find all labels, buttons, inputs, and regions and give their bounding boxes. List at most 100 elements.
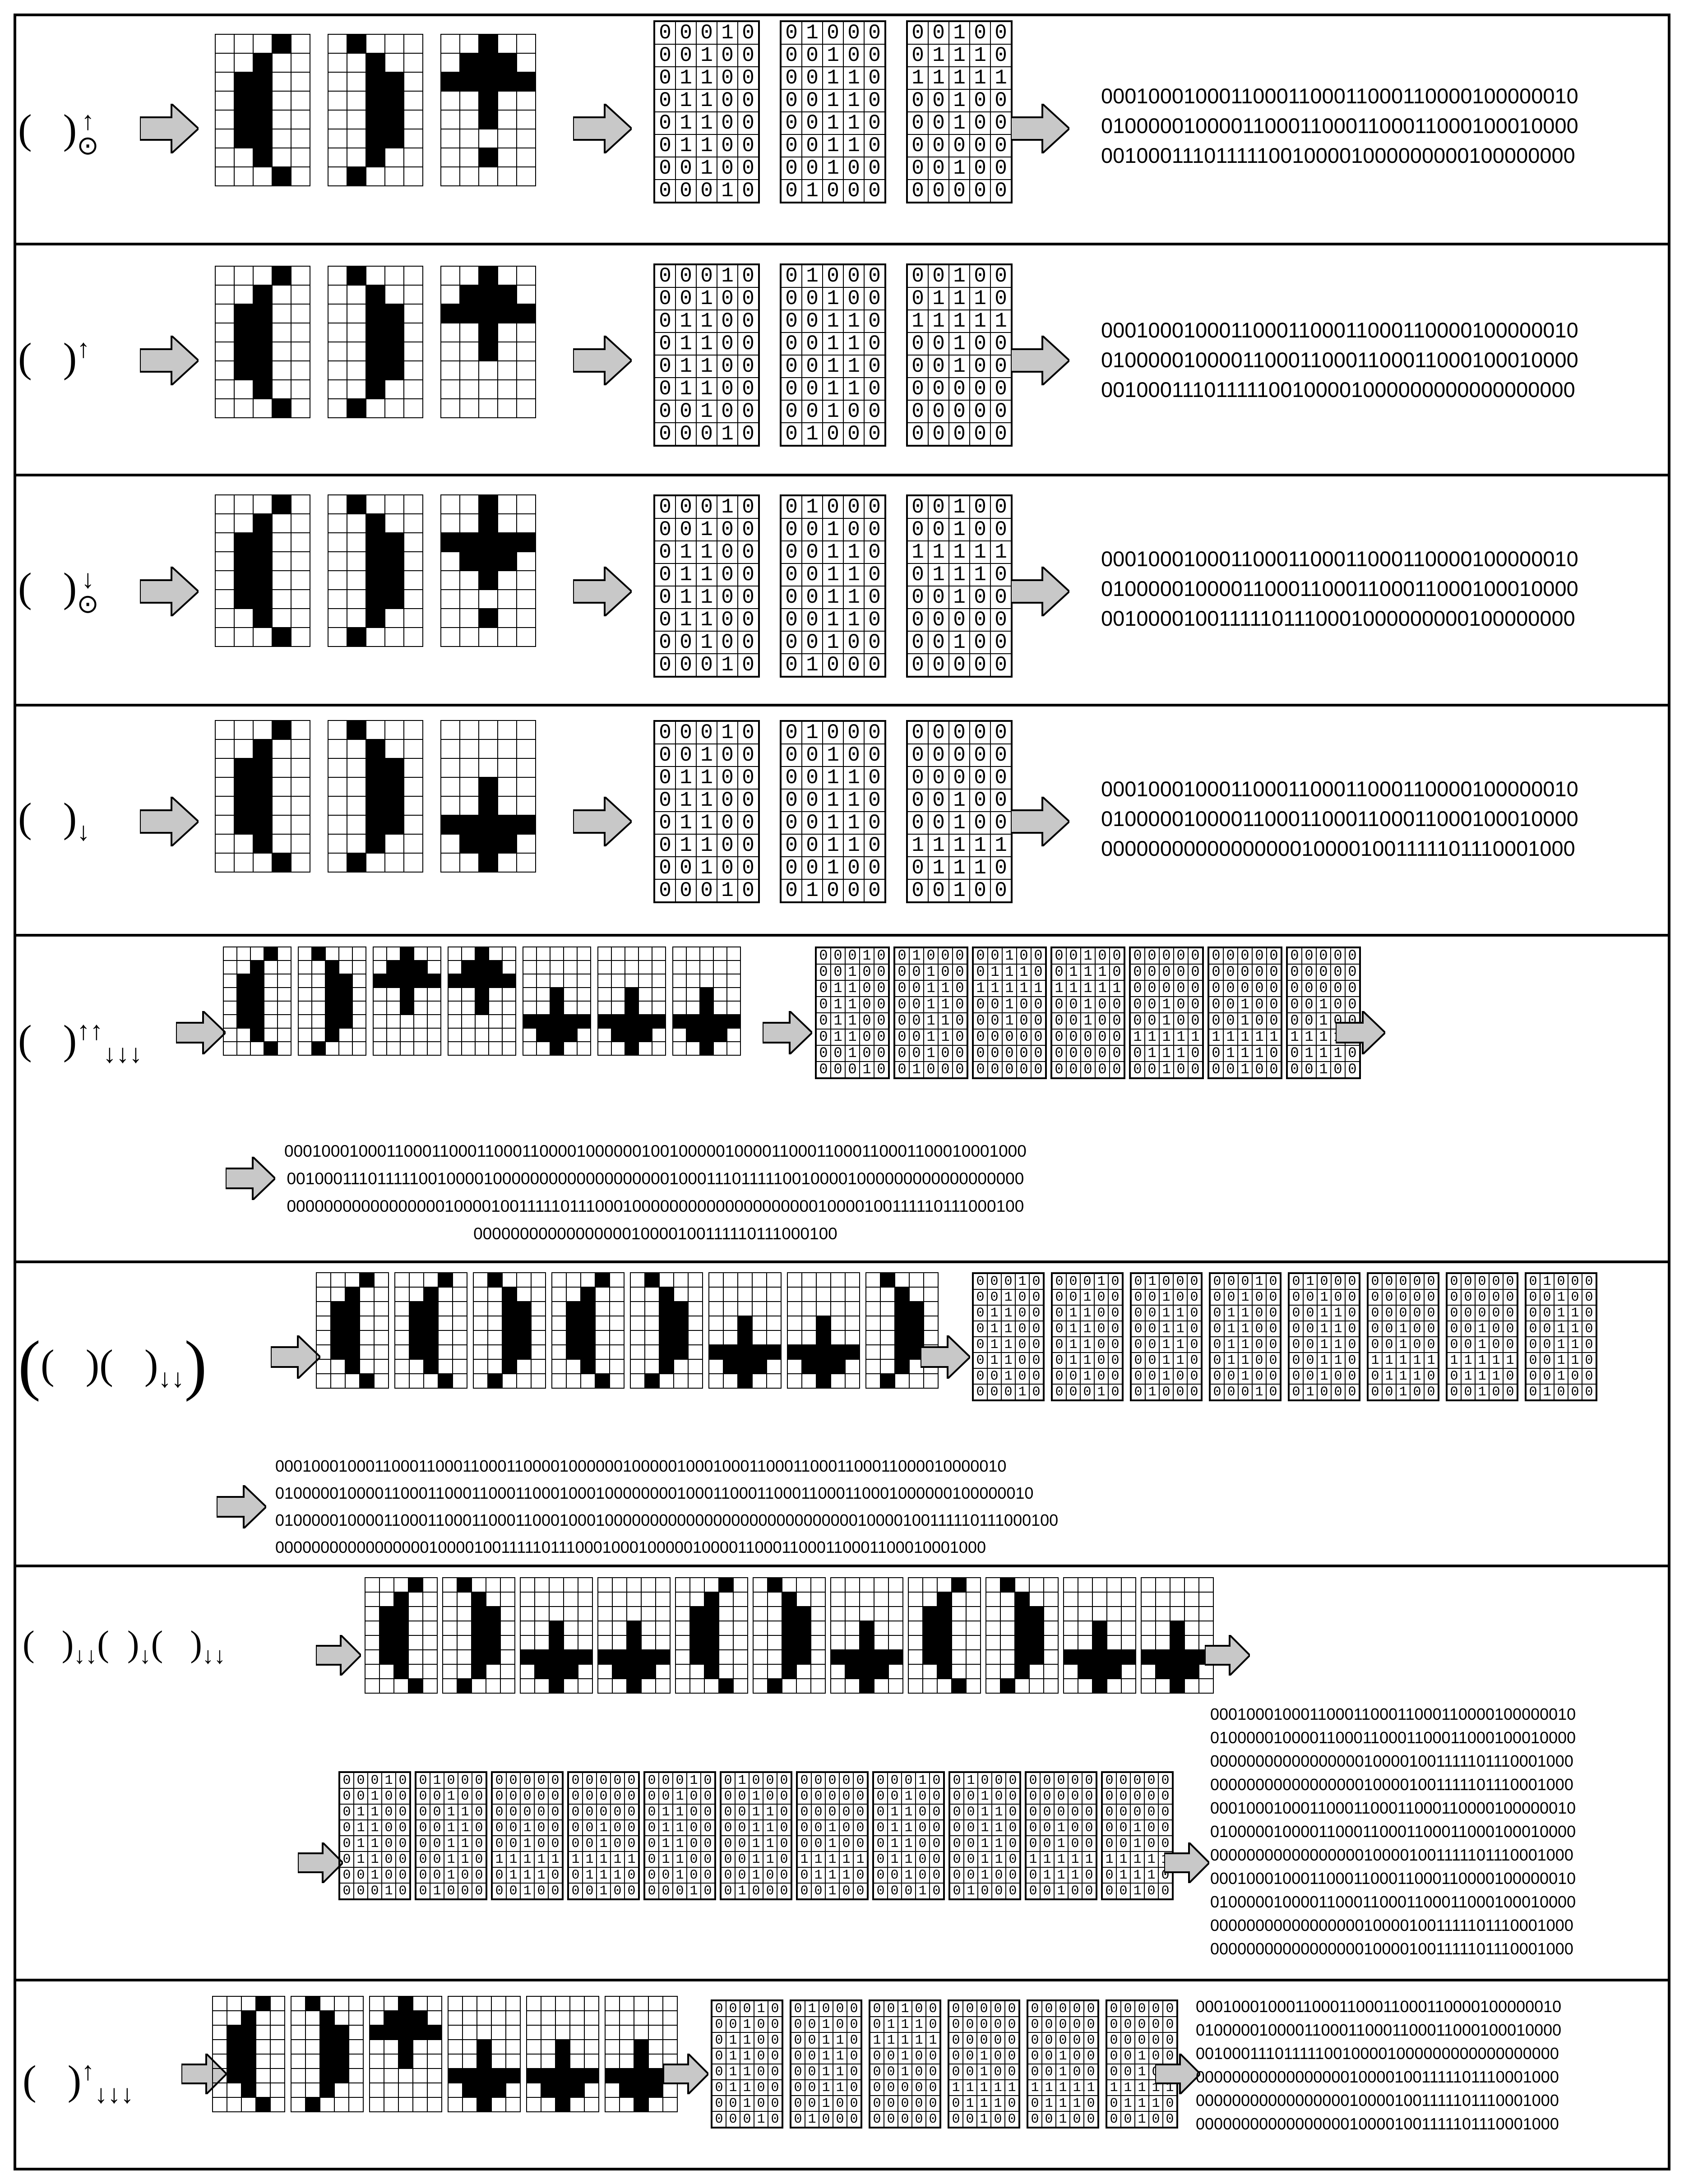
arrow-icon [140,567,199,616]
glyph-grid [316,1272,389,1389]
glyph-group [215,34,536,186]
binary-code: 0001000100011000110001100011000010000001… [1101,777,1578,860]
binary-code: 0001000100011000110001100011000010000001… [1101,84,1578,167]
glyph-group [316,1272,939,1389]
glyph-grid [908,1577,981,1694]
arrow-icon [1155,2054,1200,2094]
sequence-label: ( )↑↑↓↓↓ [18,1016,143,1069]
arrow-icon [921,1335,970,1379]
sequence-label: ( )↓⊙ [18,564,99,619]
arrow-icon [140,336,199,385]
arrow-icon [1164,1842,1209,1883]
binary-matrix: 0000000000000000010000100111110111000100 [1106,1999,1178,2129]
arrow-icon [316,1635,361,1676]
glyph-grid [830,1577,903,1694]
arrow-icon [217,1485,266,1528]
glyph-grid [787,1272,860,1389]
binary-code: 0001000100011000110001100011000010000001… [1196,1997,1562,2133]
glyph-grid [630,1272,703,1389]
glyph-grid [551,1272,625,1389]
glyph-group [215,494,536,647]
glyph-grid [328,266,423,418]
glyph-grid [708,1272,782,1389]
arrow-icon [1011,567,1069,616]
arrow-icon [573,336,632,385]
glyph-grid [520,1577,593,1694]
glyph-group [212,1996,678,2112]
glyph-grid [597,947,666,1056]
sequence-label: ( )↓↓( )↓( )↓↓ [23,1624,226,1669]
arrow-icon [298,1842,343,1883]
arrow-icon [176,1011,226,1054]
glyph-grid [291,1996,364,2112]
glyph-grid [526,1996,599,2112]
glyph-grid [215,720,310,873]
glyph-grid [672,947,741,1056]
arrow-icon [226,1157,275,1200]
arrow-icon [763,1011,812,1054]
arrow-icon [140,797,199,846]
glyph-grid [473,1272,546,1389]
arrow-icon [1336,1011,1385,1054]
glyph-grid [448,947,516,1056]
glyph-grid [440,720,536,873]
glyph-grid [440,34,536,186]
glyph-group [215,720,536,873]
binary-code: 0001000100011000110001100011000010000001… [284,1142,1027,1243]
glyph-group [215,266,536,418]
glyph-grid [440,494,536,647]
glyph-grid [369,1996,442,2112]
glyph-grid [215,266,310,418]
glyph-grid [523,947,591,1056]
glyph-grid [215,34,310,186]
arrow-icon [663,2054,708,2094]
glyph-grid [212,1996,285,2112]
glyph-grid [1063,1577,1136,1694]
arrow-icon [1011,104,1069,153]
arrow-icon [140,104,199,153]
glyph-grid [215,494,310,647]
glyph-grid [865,1272,939,1389]
binary-code: 0001000100011000110001100011000010000001… [275,1457,1059,1556]
glyph-grid [597,1577,671,1694]
glyph-grid [394,1272,467,1389]
